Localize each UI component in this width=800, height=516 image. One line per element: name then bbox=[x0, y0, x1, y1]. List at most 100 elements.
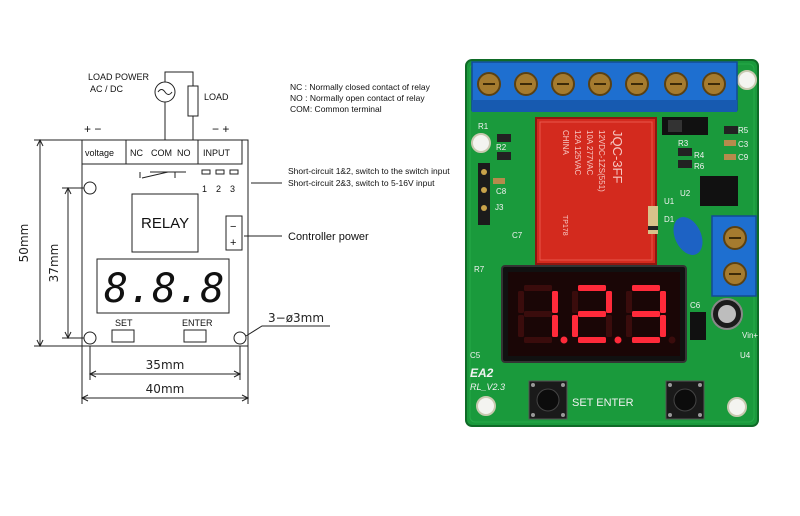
power-connector bbox=[225, 215, 243, 251]
enter-button-outline bbox=[183, 329, 207, 343]
digit-1-segment-e bbox=[518, 315, 524, 337]
dim-width-inner: 35mm bbox=[146, 358, 185, 372]
digit-1-segment-a bbox=[524, 285, 552, 291]
legend-short-1: Short-circuit 1&2, switch to the switch … bbox=[288, 166, 450, 176]
legend-short-2: Short-circuit 2&3, switch to 5-16V input bbox=[288, 178, 435, 188]
ic-u2 bbox=[700, 176, 738, 206]
enter-button-label: ENTER bbox=[182, 318, 213, 328]
terminal-com-label: COM bbox=[151, 148, 172, 158]
pin-header-j3 bbox=[478, 163, 490, 225]
terminal-nc-label: NC bbox=[130, 148, 143, 158]
svg-text:C3: C3 bbox=[738, 140, 749, 149]
digit-3-segment-c bbox=[660, 315, 666, 337]
load-label: LOAD bbox=[204, 92, 229, 102]
svg-text:C8: C8 bbox=[496, 187, 507, 196]
mount-hole-bottom-right bbox=[233, 331, 247, 345]
display-outline bbox=[96, 258, 230, 314]
polarity-left: + − bbox=[84, 122, 101, 136]
svg-text:R6: R6 bbox=[694, 162, 705, 171]
svg-text:R7: R7 bbox=[474, 265, 485, 274]
svg-text:R4: R4 bbox=[694, 151, 705, 160]
power-plus-label: + bbox=[230, 237, 236, 249]
relay-box bbox=[131, 193, 199, 253]
digit-3-segment-d bbox=[632, 337, 660, 343]
smd-c8 bbox=[493, 178, 505, 184]
legend-com: COM: Common terminal bbox=[290, 104, 382, 114]
smd-r5 bbox=[724, 126, 738, 134]
version-label: RL_V2.3 bbox=[470, 382, 505, 392]
load-power-label: LOAD POWER bbox=[88, 72, 150, 82]
dim-width-outer: 40mm bbox=[146, 382, 185, 396]
dimension-drawing bbox=[34, 71, 330, 404]
ac-wave-icon bbox=[157, 89, 173, 95]
input-pin-1: 1 bbox=[202, 184, 207, 194]
pcb-button-labels: SET ENTER bbox=[572, 397, 634, 409]
svg-text:C7: C7 bbox=[512, 231, 523, 240]
module-outline bbox=[81, 139, 249, 347]
holes-leader bbox=[245, 325, 330, 337]
display-digits: 8.8.8 bbox=[104, 266, 224, 312]
relay-model: JQC-3FF bbox=[610, 130, 625, 184]
svg-text:J3: J3 bbox=[495, 203, 504, 212]
relay-spec-3: 12A 125VAC bbox=[573, 130, 582, 175]
terminal-voltage-label: voltage bbox=[85, 148, 114, 158]
relay-origin: CHINA bbox=[561, 130, 570, 156]
silkscreen-labels: R1 R2 R3 R4 R5 R6 C3 C8 C9 C5 C6 C7 R7 D… bbox=[470, 122, 758, 360]
dim-holes-label: 3−ø3mm bbox=[268, 311, 324, 325]
terminal-screws bbox=[477, 72, 726, 96]
svg-text:U2: U2 bbox=[680, 189, 691, 198]
terminal-input-label: INPUT bbox=[203, 148, 231, 158]
digit-2-dot bbox=[614, 336, 622, 344]
svg-text:C5: C5 bbox=[470, 351, 481, 360]
dim-height-inner: 37mm bbox=[47, 244, 61, 283]
svg-text:Vin+: Vin+ bbox=[742, 331, 758, 340]
pcb-hole-1 bbox=[471, 133, 491, 153]
svg-text:C6: C6 bbox=[690, 301, 701, 310]
led-digits bbox=[518, 285, 676, 344]
digit-1-segment-f bbox=[518, 291, 524, 313]
svg-text:R3: R3 bbox=[678, 139, 689, 148]
digit-1-dot bbox=[560, 336, 568, 344]
digit-3-segment-a bbox=[632, 285, 660, 291]
load-resistor-symbol bbox=[187, 85, 199, 117]
svg-text:R5: R5 bbox=[738, 126, 749, 135]
legend-no: NO : Normally open contact of relay bbox=[290, 93, 425, 103]
pcb-hole-4 bbox=[727, 397, 747, 417]
input-pin-pads bbox=[201, 169, 239, 175]
smd-r2 bbox=[497, 152, 511, 160]
digit-3-segment-e bbox=[626, 315, 632, 337]
regulator-u4 bbox=[690, 312, 706, 340]
digit-3-segment-f bbox=[626, 291, 632, 313]
smd-c9 bbox=[724, 154, 736, 160]
relay-label: RELAY bbox=[141, 215, 189, 232]
svg-text:U4: U4 bbox=[740, 351, 751, 360]
brand-label: EA2 bbox=[470, 366, 494, 380]
smd-c3 bbox=[724, 140, 736, 146]
relay-cert: TP178 bbox=[561, 215, 568, 236]
relay-spec-1: 12VDC-1ZS(551) bbox=[597, 130, 606, 192]
smd-r4 bbox=[678, 160, 692, 168]
digit-3-segment-g bbox=[632, 311, 660, 317]
digit-1-segment-b bbox=[552, 291, 558, 313]
digit-2-segment-g bbox=[578, 311, 606, 317]
mount-hole-top-left bbox=[83, 181, 97, 195]
digit-2-segment-d bbox=[578, 337, 606, 343]
legend-nc: NC : Normally closed contact of relay bbox=[290, 82, 431, 92]
smd-r1 bbox=[497, 134, 511, 142]
diode-d1 bbox=[648, 206, 658, 234]
tact-button-enter[interactable] bbox=[665, 380, 705, 420]
set-button-label: SET bbox=[115, 318, 133, 328]
svg-text:R1: R1 bbox=[478, 122, 489, 131]
pcb-hole-2 bbox=[737, 70, 757, 90]
terminal-block-top bbox=[471, 61, 738, 112]
input-pin-3: 3 bbox=[230, 184, 235, 194]
digit-1-segment-d bbox=[524, 337, 552, 343]
digit-1-segment-c bbox=[552, 315, 558, 337]
terminal-strip bbox=[81, 139, 243, 179]
input-pin-2: 2 bbox=[216, 184, 221, 194]
tact-button-set[interactable] bbox=[528, 380, 568, 420]
smd-r3 bbox=[678, 148, 692, 156]
digit-1-segment-g bbox=[524, 311, 552, 317]
svg-text:D1: D1 bbox=[664, 215, 675, 224]
